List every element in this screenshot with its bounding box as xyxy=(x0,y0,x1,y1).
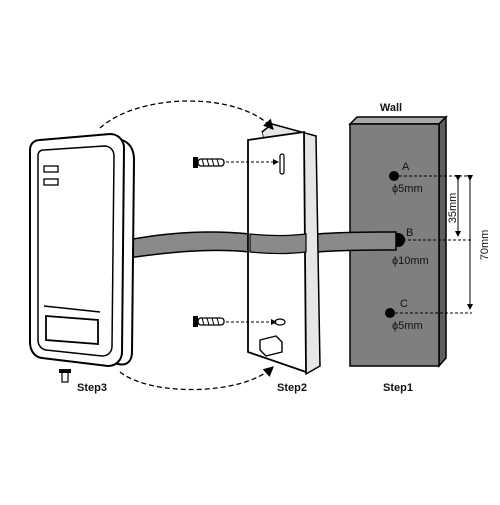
dimension-lines xyxy=(390,175,473,314)
led-indicator-2 xyxy=(43,178,59,186)
bottom-screw-slot xyxy=(274,318,286,326)
reader-panel-divider xyxy=(43,305,101,313)
hole-c-letter: C xyxy=(400,298,408,310)
top-curved-arrow xyxy=(99,100,274,130)
step2-label: Step2 xyxy=(277,382,307,394)
hole-b-size: ϕ10mm xyxy=(392,255,429,267)
reader-front xyxy=(29,132,126,368)
back-plate-hook xyxy=(259,335,283,357)
hole-a-letter: A xyxy=(402,161,410,173)
bottom-curved-arrow xyxy=(119,366,274,391)
reader-card-window xyxy=(45,315,99,345)
top-screw-slot xyxy=(279,153,285,175)
hole-c-size: ϕ5mm xyxy=(392,320,423,332)
dim-35-label: 35mm xyxy=(447,193,459,224)
reader-inner-border xyxy=(37,145,115,357)
step1-label: Step1 xyxy=(383,382,413,394)
step3-label: Step3 xyxy=(77,382,107,394)
reader-device xyxy=(29,132,136,368)
led-indicator-1 xyxy=(43,165,59,173)
back-plate xyxy=(247,123,321,376)
screw-bottom-icon xyxy=(193,316,225,327)
wall-side-face xyxy=(438,115,447,368)
dim-70-label: 70mm xyxy=(479,230,491,261)
wall-title: Wall xyxy=(380,102,402,114)
screw-top-icon xyxy=(193,157,225,168)
cable-through-plate xyxy=(249,233,307,255)
wall-top-face xyxy=(348,116,448,125)
reader-bottom-screw-icon xyxy=(59,369,71,383)
hole-b-letter: B xyxy=(406,227,413,239)
hole-a-size: ϕ5mm xyxy=(392,183,423,195)
